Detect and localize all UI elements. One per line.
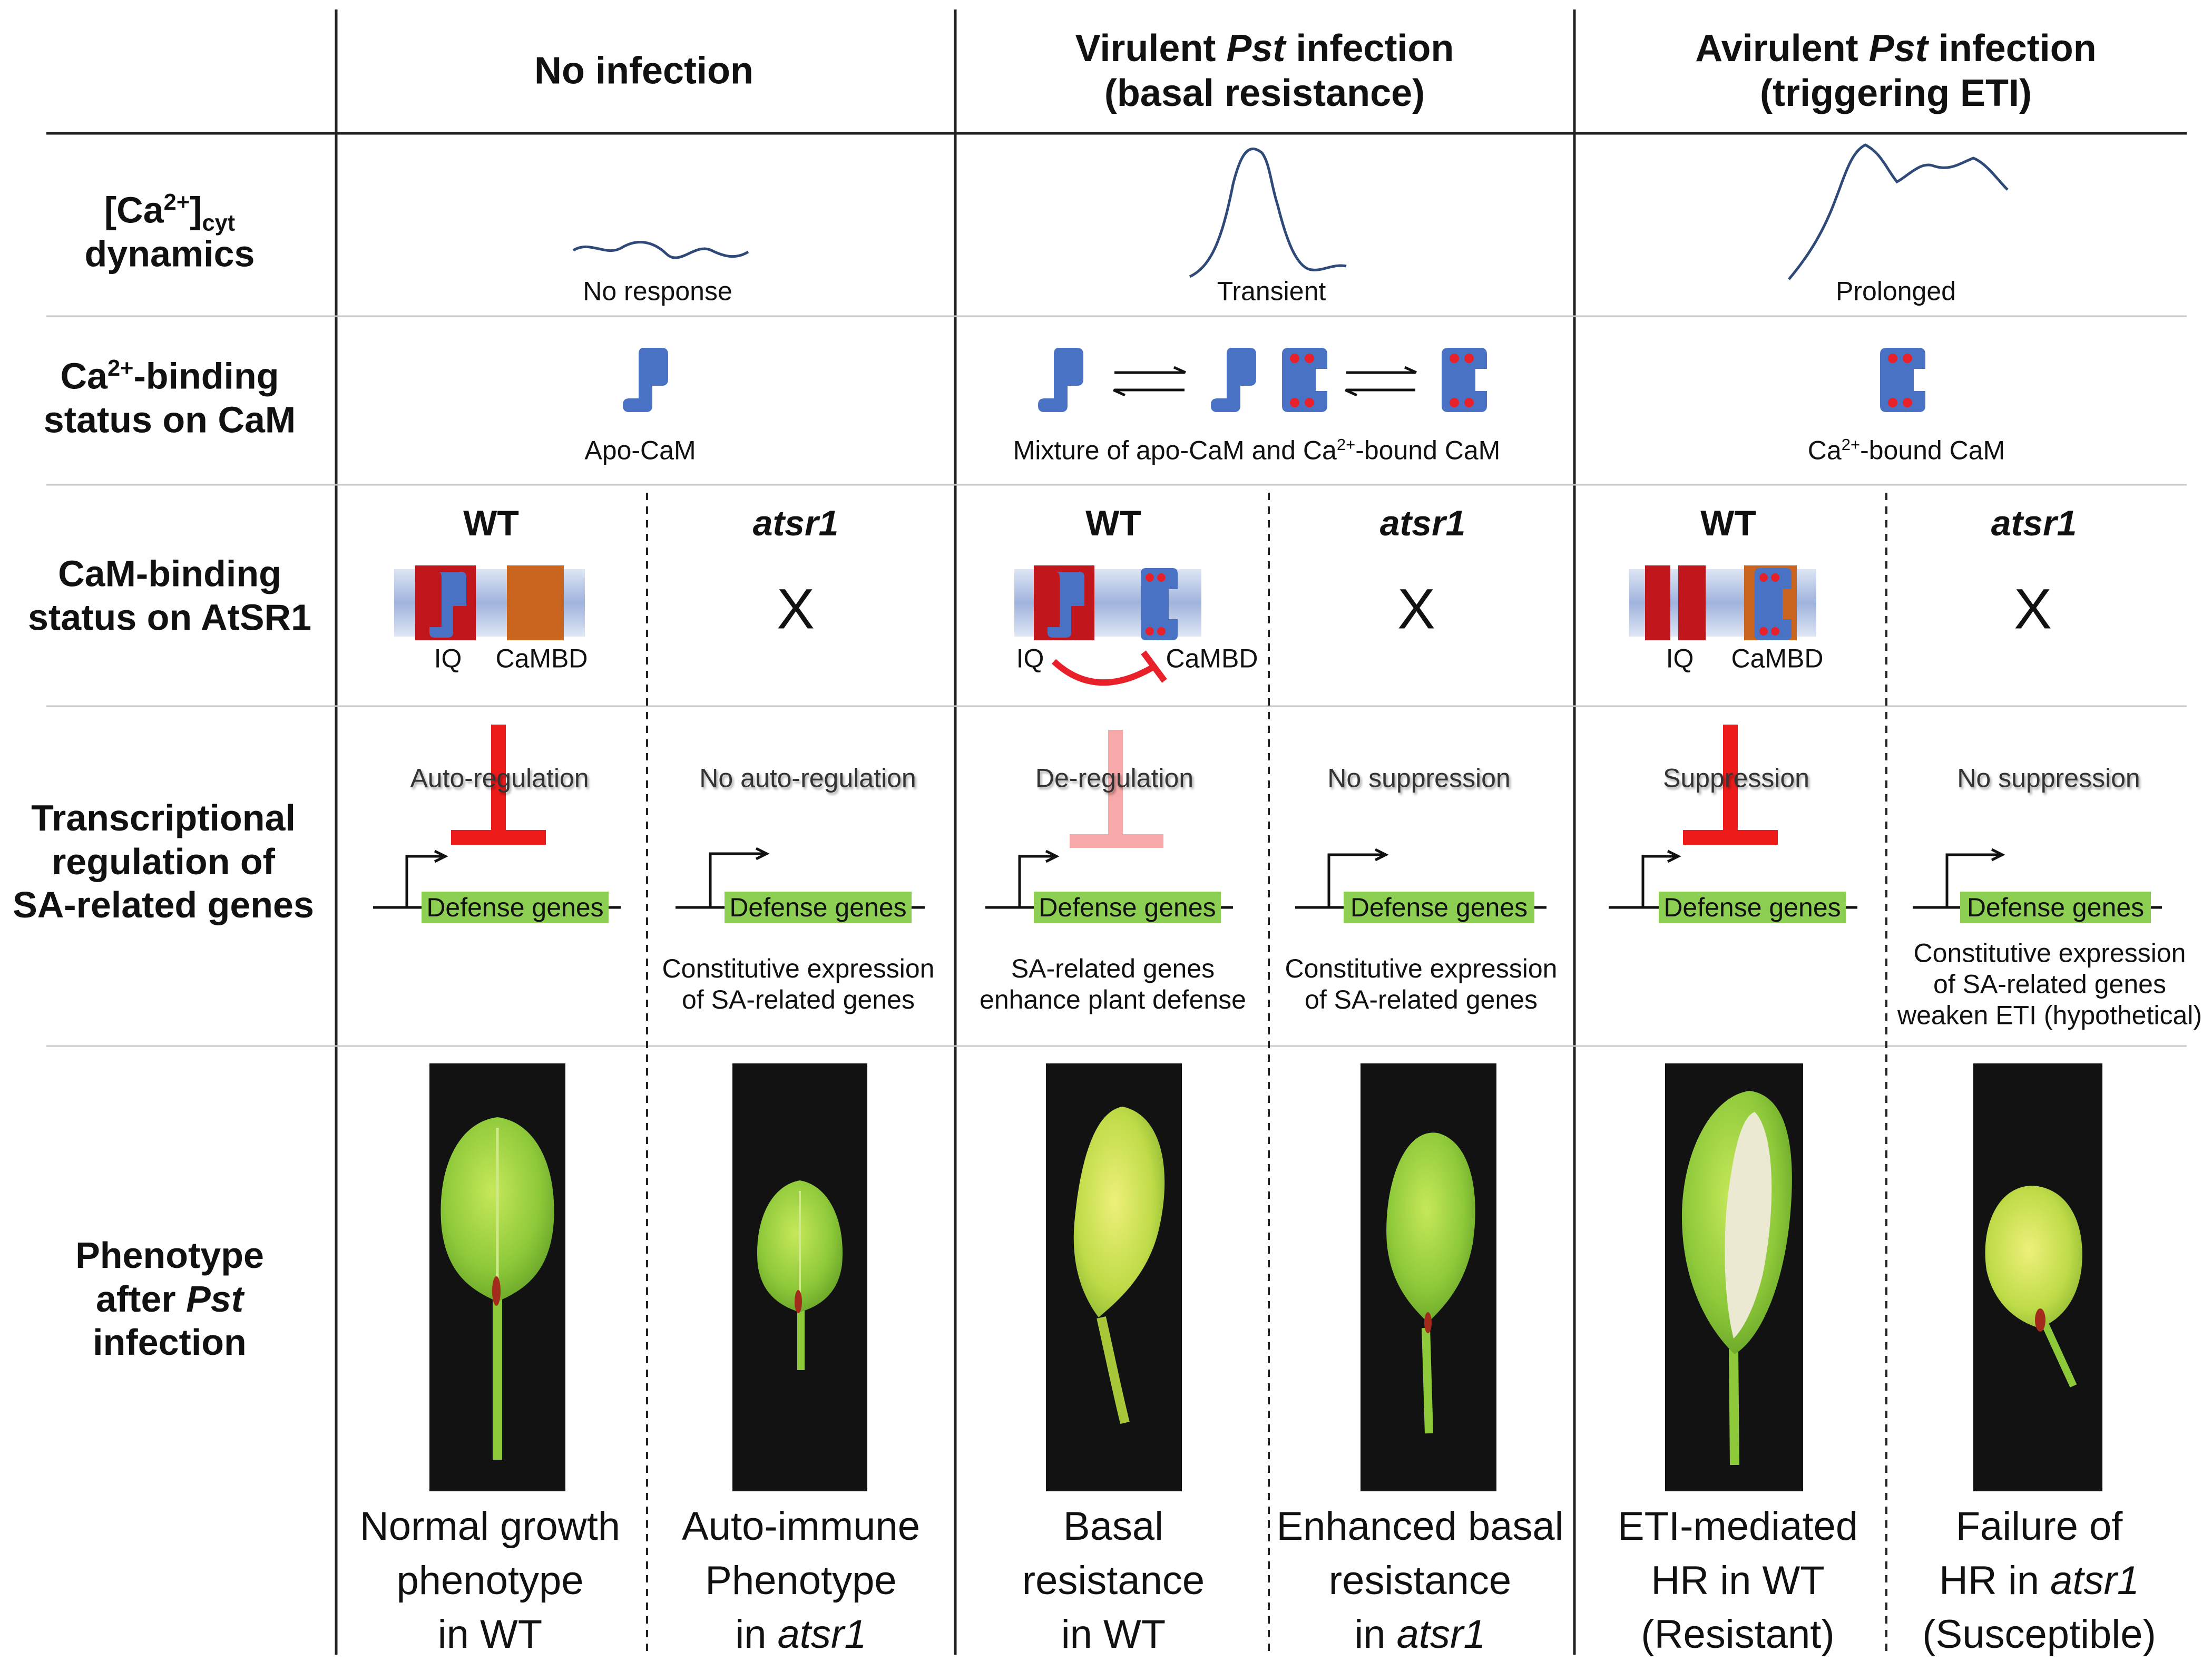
leaf-4 — [1386, 1132, 1475, 1434]
leaf-5 — [1681, 1091, 1792, 1465]
trace-no-response — [572, 241, 749, 259]
genotype-atsr1-2: atsr1 — [1379, 503, 1466, 543]
caption-mixture: Mixture of apo-CaM and Ca2+-bound CaM — [1013, 435, 1501, 465]
equilibrium-arrows-1 — [1112, 366, 1187, 397]
genotype-atsr1-1: atsr1 — [752, 503, 839, 543]
defense-genes-box-2: Defense genes — [725, 892, 912, 923]
label-iq-1: IQ — [434, 643, 462, 673]
trace-transient — [1189, 148, 1347, 278]
genotype-atsr1-3: atsr1 — [1991, 503, 2077, 543]
label-cambd-1: CaMBD — [495, 643, 588, 673]
caption-prolonged: Prolonged — [1836, 276, 1956, 306]
caption-apo-cam: Apo-CaM — [584, 435, 696, 465]
column-header-avirulent: Avirulent Pst infection (triggering ETI) — [1695, 27, 2097, 114]
defense-genes-box-4: Defense genes — [1344, 892, 1534, 923]
regulation-label-5: Suppression — [1663, 763, 1809, 793]
column-header-no-infection: No infection — [534, 50, 753, 92]
column-header-virulent: Virulent Pst infection (basal resistance… — [1075, 27, 1454, 114]
equilibrium-arrows-2 — [1344, 366, 1417, 397]
caption-transient: Transient — [1217, 276, 1326, 306]
leaf-1 — [441, 1117, 554, 1460]
absent-mark-2: X — [1397, 577, 1436, 641]
label-cambd-3: CaMBD — [1731, 643, 1824, 673]
inhibition-bar-wt-3 — [1723, 725, 1738, 841]
atsr1-schematic-wt-2 — [1014, 565, 1201, 686]
label-iq-3: IQ — [1666, 643, 1694, 673]
atsr1-schematic-wt-1 — [394, 565, 585, 640]
regulation-label-1: Auto-regulation — [410, 763, 589, 793]
absent-mark-3: X — [2013, 577, 2052, 641]
label-cambd-2: CaMBD — [1166, 643, 1258, 673]
trace-prolonged — [1788, 143, 2009, 280]
defense-genes-box-6: Defense genes — [1960, 892, 2151, 923]
inhibition-bar-wt-1 — [491, 725, 506, 841]
genotype-wt-3: WT — [1700, 503, 1756, 543]
leaf-2 — [757, 1180, 843, 1370]
row-header-ca-dynamics: [Ca2+]cyt dynamics — [84, 189, 255, 274]
regulation-label-2: No auto-regulation — [699, 763, 916, 793]
genotype-wt-1: WT — [463, 503, 519, 543]
caption-no-response: No response — [583, 276, 732, 306]
regulation-label-3: De-regulation — [1035, 763, 1194, 793]
label-iq-2: IQ — [1016, 643, 1044, 673]
defense-genes-box-1: Defense genes — [422, 892, 609, 923]
defense-genes-box-3: Defense genes — [1034, 892, 1221, 923]
regulation-label-4: No suppression — [1327, 763, 1511, 793]
regulation-label-6: No suppression — [1957, 763, 2140, 793]
inhibition-bar-wt-2 — [1108, 730, 1123, 841]
genotype-wt-2: WT — [1085, 503, 1141, 543]
defense-genes-box-5: Defense genes — [1659, 892, 1846, 923]
leaf-6 — [1985, 1186, 2082, 1388]
atsr1-schematic-wt-3 — [1629, 565, 1816, 640]
caption-bound-cam: Ca2+-bound CaM — [1807, 435, 2005, 465]
absent-mark-1: X — [776, 577, 815, 641]
leaf-3 — [1073, 1107, 1165, 1424]
row-header-cam-status: Ca2+-binding status on CaM — [43, 355, 296, 440]
